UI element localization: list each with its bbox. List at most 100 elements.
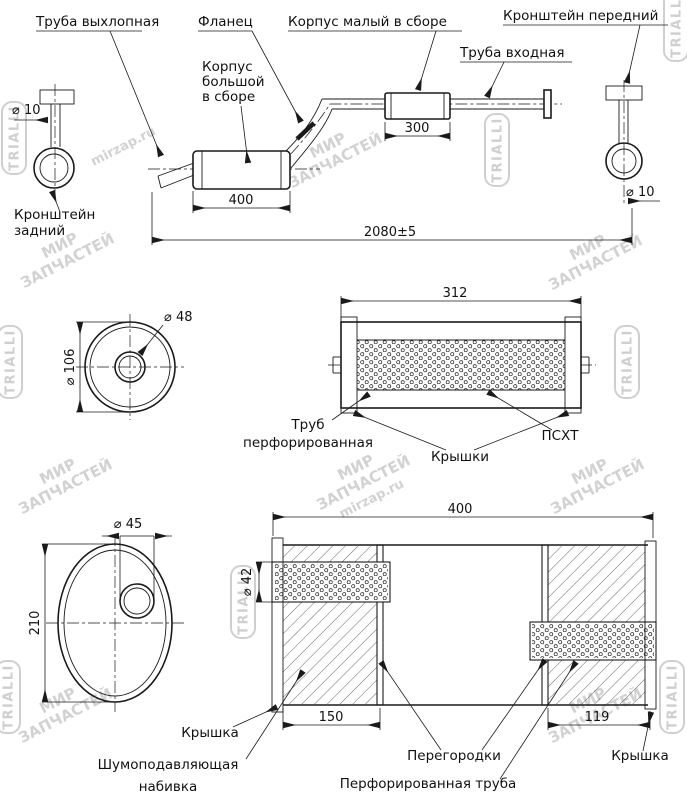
label-perforated-pipe: Перфорированная труба — [340, 776, 517, 792]
leader-flange — [251, 30, 304, 124]
small-muffler-section-view: 312 — [328, 286, 596, 414]
right-cover — [564, 316, 582, 414]
label-inlet-pipe: Труба входная — [459, 45, 564, 61]
label-perforated-tube-line2: перфорированная — [243, 435, 373, 451]
label-big-body-line2: большой — [202, 74, 265, 90]
perforated-pipe-upper-holes — [275, 564, 388, 600]
store-watermark: МИР ЗАПЧАСТЕЙ — [547, 454, 647, 518]
assembly-view: Труба выхлопная Фланец Корпус малый в сб… — [12, 8, 668, 245]
trialli-logo-text: TRIALLI — [4, 329, 19, 395]
dim-400: 400 — [229, 193, 254, 208]
shell-outer-circle — [84, 321, 176, 413]
trialli-logo: TRIALLI — [0, 325, 23, 399]
trialli-logo: TRIALLI — [0, 660, 21, 734]
label-padding-line2: набивка — [139, 779, 198, 795]
dim-dia42: ⌀ 42 — [240, 568, 255, 597]
label-rear-bracket-line1: Кронштейн — [14, 207, 95, 223]
assembly-dimensions: ⌀ 10 ⌀ 10 300 400 2080±5 — [12, 103, 660, 245]
tailpipe — [157, 162, 195, 177]
small-muffler-body — [384, 92, 451, 120]
trialli-logo: TRIALLI — [484, 113, 510, 187]
dim-total-length: 2080±5 — [364, 225, 416, 240]
s-bend-pipe — [290, 108, 333, 169]
dim-312: 312 — [443, 286, 468, 301]
perforated-pipe-lower-holes — [532, 624, 654, 658]
trialli-logo-text: TRIALLI — [237, 569, 252, 635]
front-bracket-ring-inner — [611, 148, 637, 174]
leader-partition-1 — [378, 660, 442, 751]
leader-covers-left — [352, 410, 447, 451]
dim-210: 210 — [28, 611, 43, 636]
pipe-hole-inner — [123, 587, 151, 615]
rear-bracket-ring-inner — [39, 153, 69, 183]
store-watermark: МИР ЗАПЧАСТЕЙ — [15, 683, 115, 747]
trialli-logo-text: TRIALLI — [8, 105, 23, 171]
pipe-outer-circle — [114, 351, 146, 383]
dim-300: 300 — [405, 121, 430, 136]
dim-dia10-right: ⌀ 10 — [626, 185, 655, 200]
assembly-callouts: Труба выхлопная Фланец Корпус малый в сб… — [14, 8, 668, 239]
big-muffler-labels: Крышка Шумоподавляющая набивка Перегород… — [98, 658, 669, 795]
leader-partition-2 — [481, 658, 548, 751]
tailpipe-end — [157, 175, 162, 189]
front-bracket-ring — [605, 142, 643, 180]
muffler-assembly — [157, 89, 552, 190]
trialli-logo: TRIALLI — [230, 565, 256, 639]
label-perforated-tube-line1: Труб — [290, 417, 324, 433]
label-flange: Фланец — [198, 14, 253, 30]
front-bracket-mount — [605, 85, 643, 101]
dim-leader-dia48 — [137, 324, 164, 356]
inlet-flange — [543, 89, 552, 119]
leader-perforated-tube — [331, 391, 371, 421]
trialli-logo: TRIALLI — [1, 101, 27, 175]
dim-dia106: ⌀ 106 — [63, 349, 78, 386]
label-rear-bracket-line2: задний — [14, 223, 65, 239]
left-cover — [340, 316, 358, 414]
small-muffler-cross-section: ⌀ 48 ⌀ 106 — [63, 310, 193, 420]
leader-perforated-pipe — [499, 660, 579, 780]
small-muffler-labels: Труб перфорированная Крышки ПСХТ — [243, 389, 579, 465]
rear-bracket-part — [33, 89, 75, 189]
leader-cover-right — [642, 711, 655, 752]
trialli-logo: TRIALLI — [659, 660, 685, 734]
right-cover — [644, 540, 657, 710]
dim-dia48: ⌀ 48 — [164, 310, 193, 325]
big-muffler-detail: ⌀ 45 210 — [28, 502, 669, 795]
big-muffler-cross-section: ⌀ 45 210 — [28, 517, 184, 712]
leader-small-body — [414, 30, 437, 91]
small-muffler-detail: ⌀ 48 ⌀ 106 312 — [63, 286, 596, 465]
front-bracket-part — [605, 85, 643, 180]
label-big-body-line1: Корпус — [202, 59, 253, 75]
trialli-logo-text: TRIALLI — [491, 117, 506, 183]
label-exhaust-pipe: Труба выхлопная — [35, 14, 159, 30]
rear-bracket-mount — [39, 89, 75, 105]
trialli-logo: TRIALLI — [614, 325, 640, 399]
dim-dia10-left: ⌀ 10 — [12, 103, 41, 118]
label-cover-left: Крышка — [181, 725, 239, 741]
label-front-bracket: Кронштейн передний — [503, 8, 658, 24]
trialli-logo-text: TRIALLI — [670, 0, 685, 58]
flange-plate — [295, 121, 316, 141]
site-watermark-group: mirzap.ru — [89, 124, 159, 169]
site-watermark: mirzap.ru — [89, 124, 159, 169]
store-watermark: МИР ЗАПЧАСТЕЙ — [285, 128, 385, 192]
label-partitions: Перегородки — [407, 748, 501, 764]
trialli-logo-text: TRIALLI — [621, 329, 636, 395]
label-small-body: Корпус малый в сборе — [288, 14, 447, 30]
big-muffler-section-view: 400 ⌀ 42 150 119 — [240, 502, 657, 730]
trialli-logo: TRIALLI — [663, 0, 687, 62]
leader-covers-right — [473, 410, 570, 451]
big-muffler-body — [192, 150, 291, 190]
tailpipe — [160, 174, 195, 189]
dim-400: 400 — [448, 502, 473, 517]
leader-inlet-pipe — [484, 61, 505, 99]
dim-119: 119 — [585, 710, 610, 725]
leader-front-bracket — [623, 24, 641, 84]
leader-psht — [486, 389, 553, 431]
store-watermark: МИР ЗАПЧАСТЕЙ — [15, 454, 115, 518]
label-big-body-line3: в сборе — [202, 89, 255, 105]
leader-cover-left — [232, 704, 279, 728]
pipe-inner-circle — [118, 355, 142, 379]
